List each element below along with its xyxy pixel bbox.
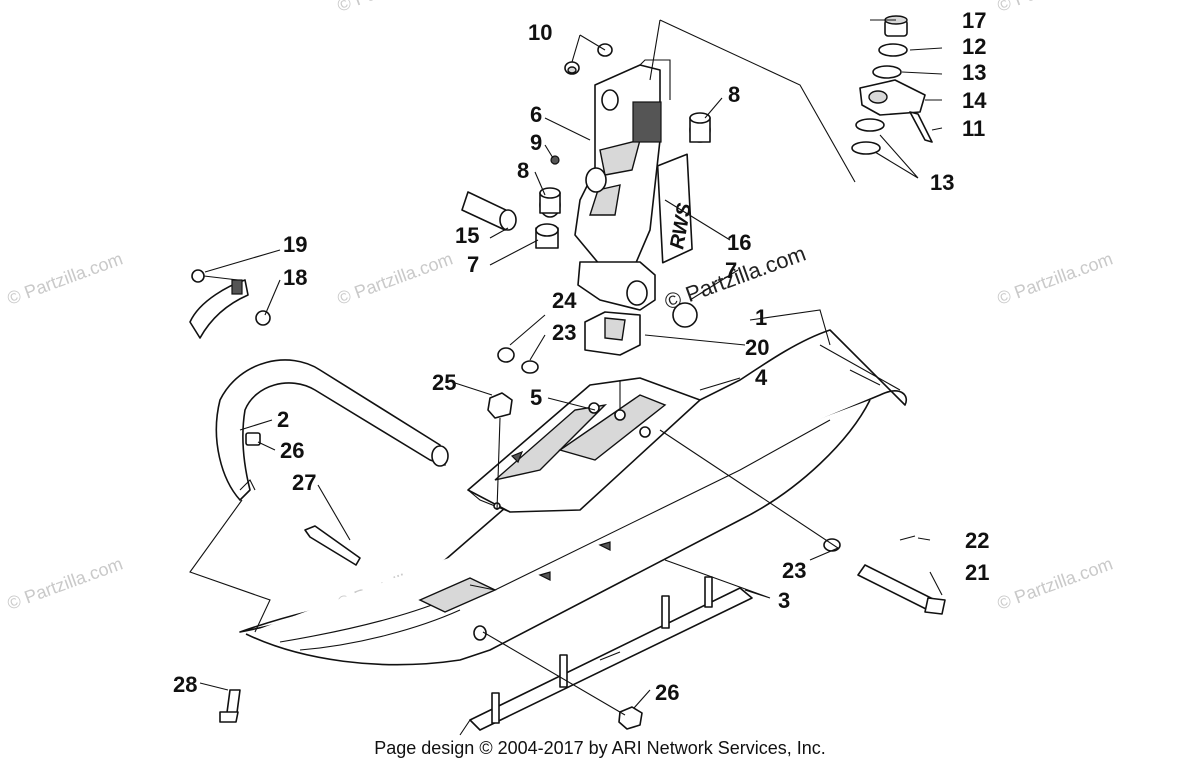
callout-18: 18 (283, 265, 307, 290)
hitch-bracket (189, 269, 271, 339)
callout-8: 8 (728, 82, 740, 107)
callout-27: 27 (292, 470, 316, 495)
callout-7: 7 (725, 258, 737, 283)
watermark: © Partzilla.com (995, 0, 1116, 16)
callout-25: 25 (432, 370, 456, 395)
callout-17: 17 (962, 8, 986, 33)
bushings (461, 112, 711, 328)
spindle (574, 59, 671, 266)
callout-21: 21 (965, 560, 989, 585)
spindle-base (577, 261, 656, 311)
wear-bar (459, 587, 753, 736)
callout-13: 13 (962, 60, 986, 85)
callout-15: 15 (455, 223, 479, 248)
callout-9: 9 (530, 130, 542, 155)
callout-28: 28 (173, 672, 197, 697)
callout-26: 26 (280, 438, 304, 463)
callout-6: 6 (530, 102, 542, 127)
hardware (219, 347, 946, 730)
callout-4: 4 (755, 365, 768, 390)
callout-22: 22 (965, 528, 989, 553)
spindle-bracket (467, 377, 701, 513)
rws-decal: RWS (656, 153, 696, 264)
wear-bar-studs (491, 576, 713, 724)
callout-8: 8 (517, 158, 529, 183)
leader-lines (189, 19, 943, 716)
callout-20: 20 (745, 335, 769, 360)
callout-1: 1 (755, 305, 767, 330)
watermark: © Partzilla.com (5, 553, 126, 613)
callout-14: 14 (962, 88, 987, 113)
watermark: © Partzilla.com (995, 553, 1116, 613)
callout-24: 24 (552, 288, 577, 313)
callouts: 10 8 6 9 8 15 7 16 7 17 12 13 14 11 13 1… (173, 8, 989, 705)
callout-12: 12 (962, 34, 986, 59)
watermark: © Partzilla.com (5, 248, 126, 308)
callout-26: 26 (655, 680, 679, 705)
callout-19: 19 (283, 232, 307, 257)
watermark: © Partzilla.com (335, 0, 456, 16)
ski-loop (215, 359, 449, 501)
callout-23: 23 (782, 558, 806, 583)
callout-16: 16 (727, 230, 751, 255)
damper-block (584, 311, 641, 356)
callout-11: 11 (962, 116, 985, 141)
callout-2: 2 (277, 407, 289, 432)
copyright-credit: Page design © 2004-2017 by ARI Network S… (374, 738, 826, 758)
callout-7: 7 (467, 252, 479, 277)
callout-3: 3 (778, 588, 790, 613)
callout-10: 10 (528, 20, 552, 45)
callout-23: 23 (552, 320, 576, 345)
clamp-assembly (851, 15, 933, 155)
callout-13: 13 (930, 170, 954, 195)
callout-5: 5 (530, 385, 542, 410)
watermark: © Partzilla.com (335, 248, 456, 308)
watermark: © Partzilla.com (995, 248, 1116, 308)
